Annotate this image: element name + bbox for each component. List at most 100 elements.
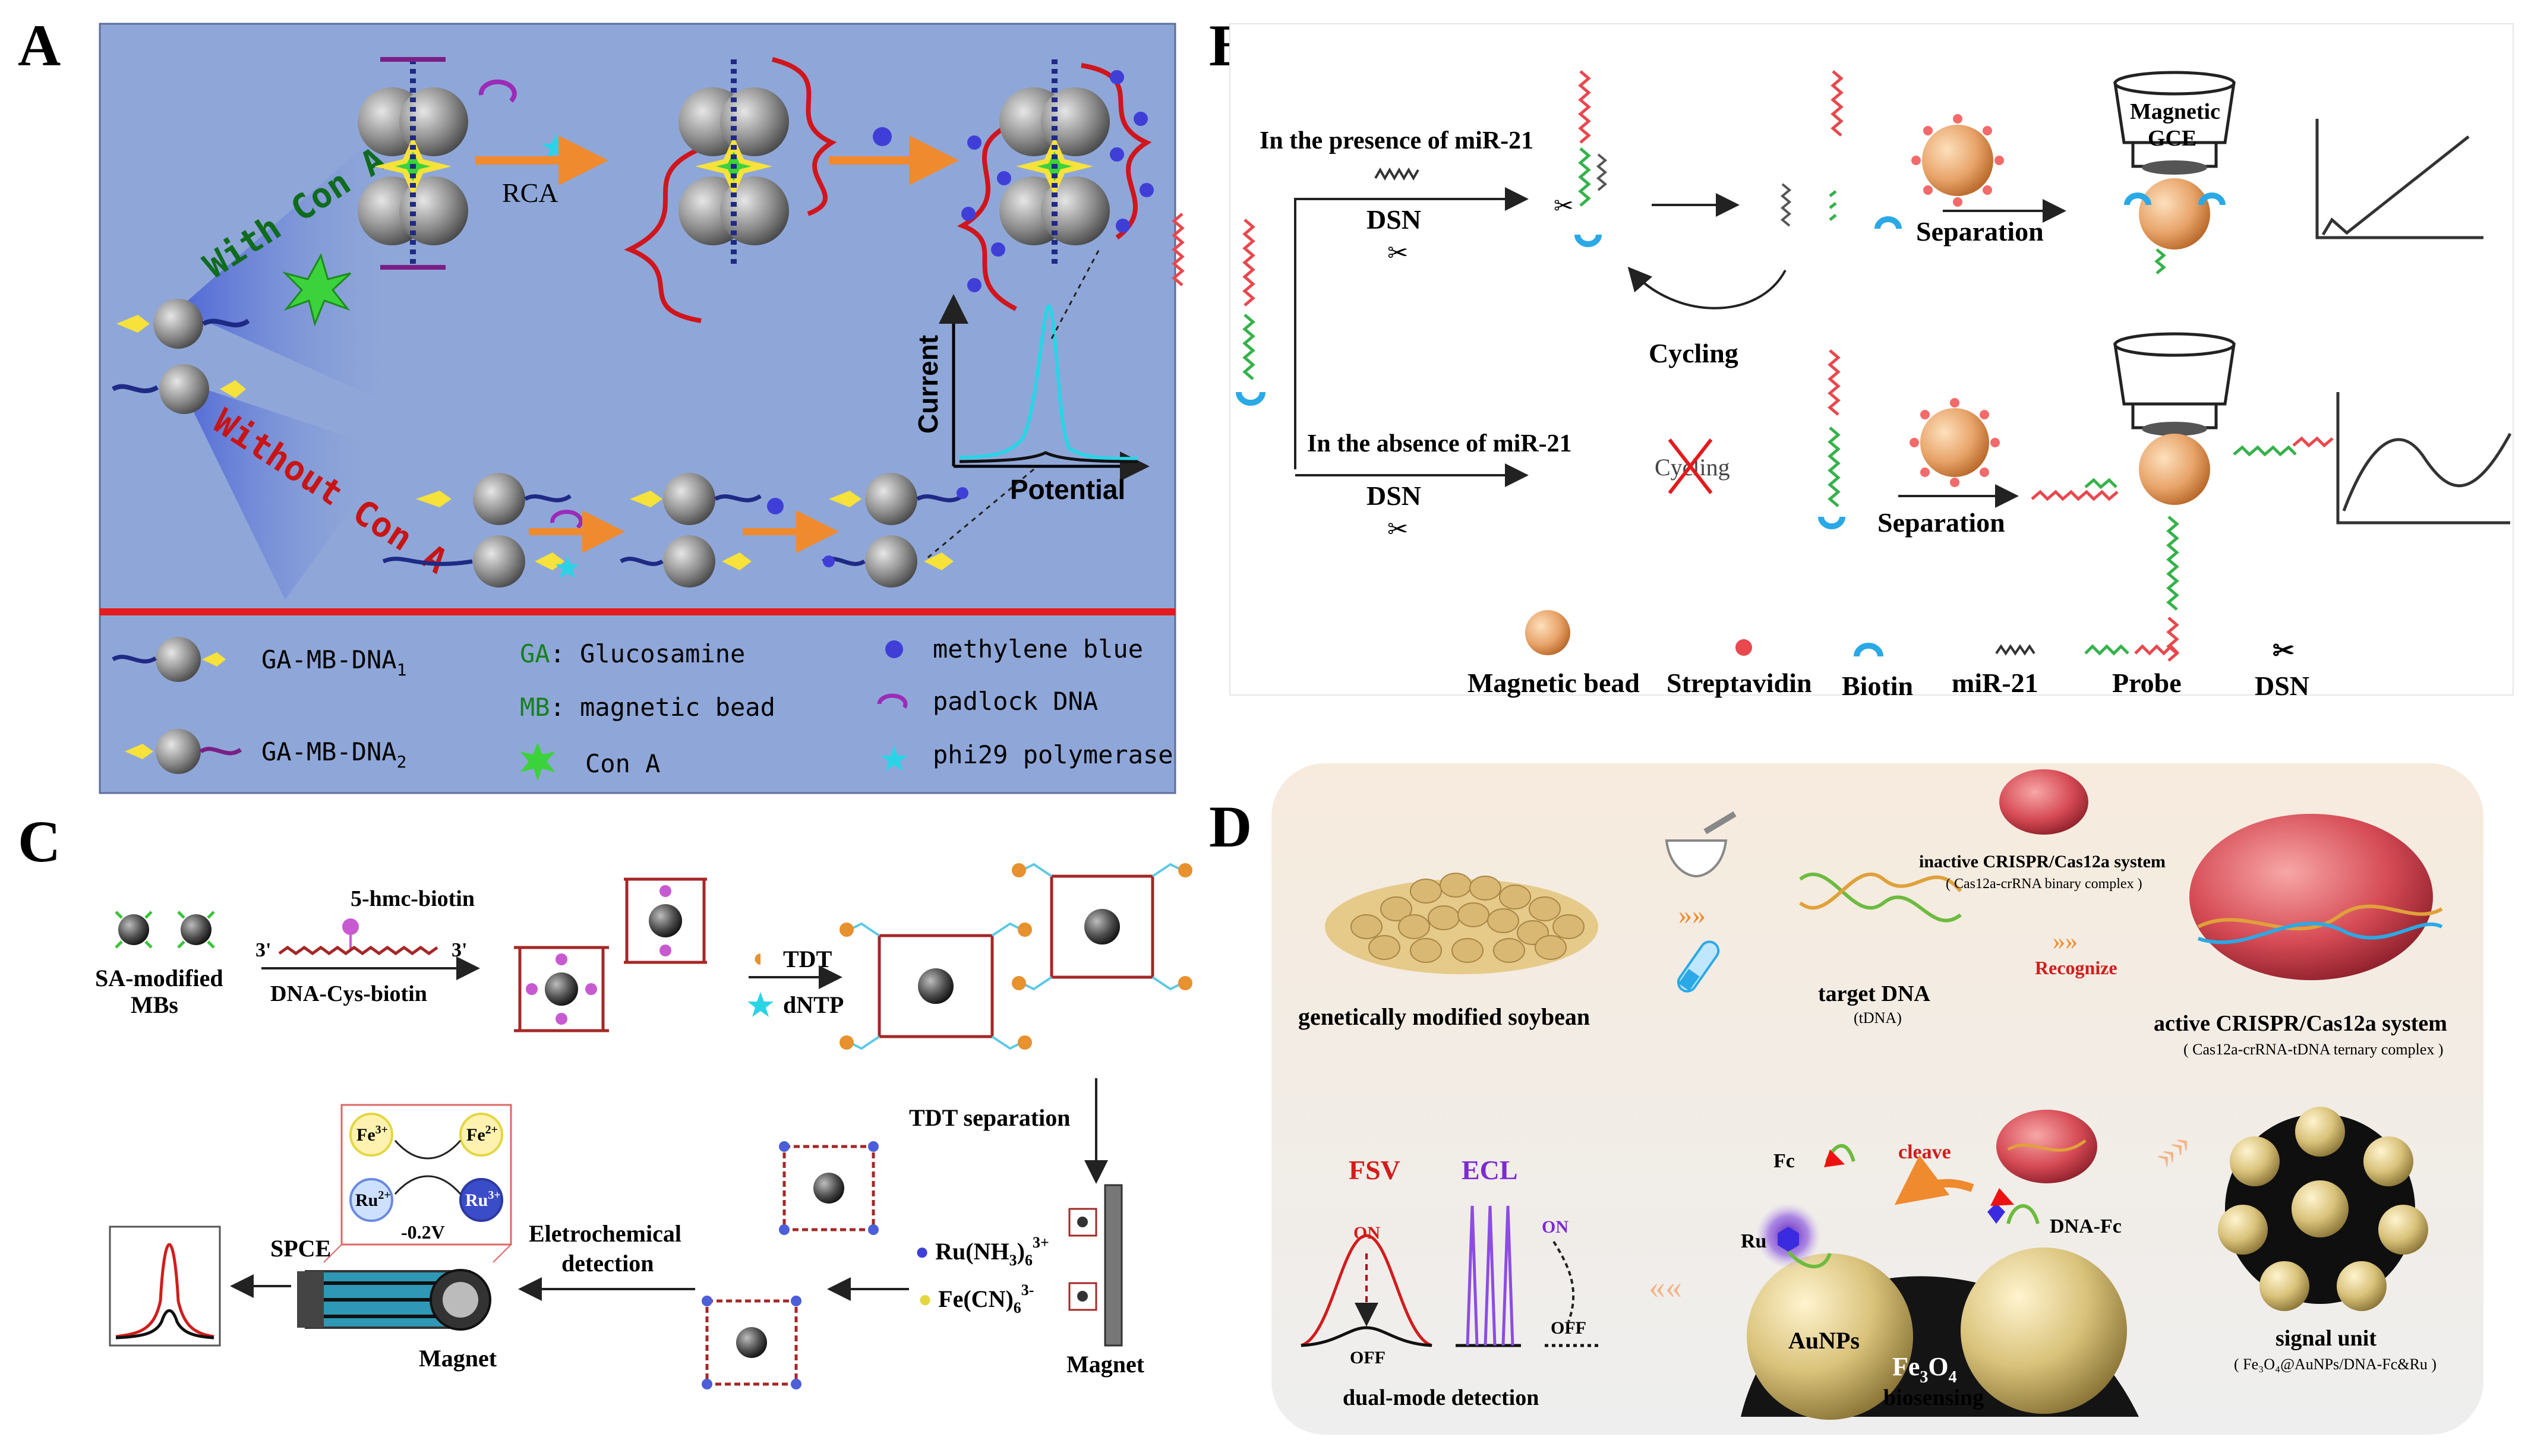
biosensing-surface [1741, 1188, 2139, 1420]
tdt-icon: ◖ [750, 943, 766, 972]
scissors-icon-bottom: ✂ [1387, 516, 1408, 544]
label-separation-top: Separation [1916, 216, 2044, 247]
svg-text:GA: Glucosamine: GA: Glucosamine [520, 639, 745, 668]
magnetic-gce-top: Magnetic GCE [2113, 71, 2236, 274]
label-fe3o4-b: O [1928, 1352, 1948, 1381]
redox-inset: Fe3+ Fe2+ Ru2+ Ru3+ -0.2V [340, 1104, 512, 1246]
legend-dsn: DSN [2255, 671, 2309, 701]
axis-potential: Potential [1010, 474, 1125, 505]
label-fe3: Fe [356, 1125, 375, 1145]
chevrons-icon-4: «« [1649, 1269, 1682, 1306]
svg-text:Fe2+: Fe2+ [466, 1123, 498, 1145]
label-fe3o4: Fe [1892, 1352, 1920, 1381]
label-ru2-sup: 2+ [378, 1189, 390, 1202]
label-cleave: cleave [1898, 1141, 1951, 1163]
label-fe: Fe(CN) [938, 1286, 1014, 1312]
magnet-right [1068, 1184, 1123, 1347]
cycling-arc [1627, 267, 1787, 309]
label-fe3o4-a: 3 [1920, 1368, 1928, 1386]
label-magnet-left: Magnet [419, 1345, 497, 1372]
legend-ga-val: : Glucosamine [550, 639, 746, 668]
legend-mir: miR-21 [1952, 668, 2038, 698]
gce-label-2: GCE [2148, 126, 2196, 151]
svg-text:GA-MB-DNA1: GA-MB-DNA1 [261, 645, 406, 680]
svg-text:MB: magnetic bead: MB: magnetic bead [520, 693, 775, 722]
label-electro-1: Eletrochemical [529, 1220, 681, 1247]
dpv-c-plot [109, 1226, 221, 1347]
panel-a-letter: A [18, 12, 61, 78]
label-dual: dual-mode detection [1343, 1385, 1539, 1410]
chevrons-icon-2: »» [2053, 928, 2078, 955]
svg-text:● Fe(CN)63-: ● Fe(CN)63- [918, 1281, 1034, 1316]
svg-text:Fe3+: Fe3+ [356, 1123, 388, 1145]
label-signal-sub: ( Fe₃O₄@AuNPs/DNA-Fc&Ru ) [2234, 1356, 2437, 1373]
label-ru2: Ru [355, 1190, 378, 1210]
bead-c2 [624, 877, 707, 964]
panel-a-background [99, 23, 1176, 794]
label-tdt-sep: TDT separation [909, 1104, 1071, 1131]
magnetic-gce-bottom [2031, 332, 2334, 662]
complex-1 [358, 57, 468, 270]
label-fe3o4-c: 4 [1949, 1368, 1957, 1386]
label-aunps: AuNPs [1788, 1327, 1860, 1354]
panel-c: C SA-modified MBs 5-hmc-biotin 3' 3' DNA… [18, 808, 1192, 1389]
label-spce: SPCE [270, 1235, 331, 1262]
legend-b: Magnetic bead Streptavidin Biotin miR-21… [1467, 610, 2309, 701]
complex-2 [624, 57, 837, 323]
cona-star-left [282, 253, 352, 327]
label-ru-sub: 3 [1009, 1252, 1017, 1269]
peak-plot [2336, 392, 2512, 525]
svg-text:Ru3+: Ru3+ [465, 1189, 501, 1210]
label-hmc: 5-hmc-biotin [351, 886, 475, 911]
gce-label-1: Magnetic [2130, 99, 2220, 124]
svg-text:Ru2+: Ru2+ [355, 1189, 391, 1210]
padlock-icon-a1 [478, 79, 517, 103]
label-ecl: ECL [1462, 1155, 1518, 1185]
cas12a-inactive [1999, 769, 2088, 835]
label-target-sub: (tDNA) [1854, 1009, 1902, 1027]
legend-padlock: padlock DNA [933, 687, 1098, 716]
svg-text:Fe3O4: Fe3O4 [1892, 1352, 1957, 1386]
label-inactive-sub: ( Cas12a-crRNA binary complex ) [1946, 876, 2142, 892]
label-biosensing: biosensing [1883, 1385, 1984, 1410]
legend-probe: Probe [2112, 668, 2182, 698]
legend-bead: Magnetic bead [1467, 668, 1640, 698]
legend-a: GA-MB-DNA1 GA-MB-DNA2 GA: Glucosamine MB… [112, 634, 1173, 781]
panel-b: B In the presence of miR-21 DSN ✂ In the… [1172, 12, 2514, 701]
label-target: target DNA [1818, 981, 1930, 1006]
label-soybean: genetically modified soybean [1298, 1003, 1590, 1030]
label-3prime-b: 3' [452, 939, 467, 961]
label-fe-sub: 6 [1014, 1299, 1021, 1316]
label-fe2: Fe [466, 1125, 485, 1145]
label-fe2-sup: 2+ [485, 1123, 498, 1136]
without-row [382, 473, 968, 588]
label-ru: Ru(NH [935, 1238, 1009, 1265]
panel-d: D genetically modified soybean »» [1209, 763, 2483, 1435]
label-ru3-sup: 3+ [488, 1189, 500, 1202]
spce-electrode [297, 1269, 491, 1331]
label-tdt: TDT [783, 946, 832, 972]
label-sa-2: MBs [131, 991, 178, 1018]
mir21-icon-top [1374, 167, 1419, 181]
legend-dna1-sub: 1 [397, 660, 407, 680]
label-ru-d: Ru [1741, 1230, 1766, 1252]
label-cycling: Cycling [1649, 338, 1738, 368]
hairpin-probe-left [1172, 213, 1185, 286]
legend-dna1: GA-MB-DNA [261, 645, 397, 674]
legend-phi29: phi29 polymerase [933, 740, 1173, 769]
svg-text:GA-MB-DNA2: GA-MB-DNA2 [261, 737, 406, 772]
bead-c3 [839, 922, 1032, 1050]
ecl-plot [1456, 1205, 1598, 1347]
legend-mb-val: : magnetic bead [550, 693, 775, 722]
axis-current: Current [913, 335, 943, 434]
mb-dot-a1 [873, 127, 892, 146]
legend-strep: Streptavidin [1667, 668, 1812, 698]
label-dsn-top: DSN [1366, 204, 1421, 235]
scissors-icon-probe: ✂ [1554, 192, 1574, 219]
label-ru-sub2: 6 [1025, 1252, 1033, 1269]
label-separation-bottom: Separation [1877, 507, 2005, 538]
label-presence: In the presence of miR-21 [1260, 127, 1533, 154]
cas12a-active [2189, 814, 2443, 980]
label-dsn-bottom: DSN [1366, 481, 1421, 511]
